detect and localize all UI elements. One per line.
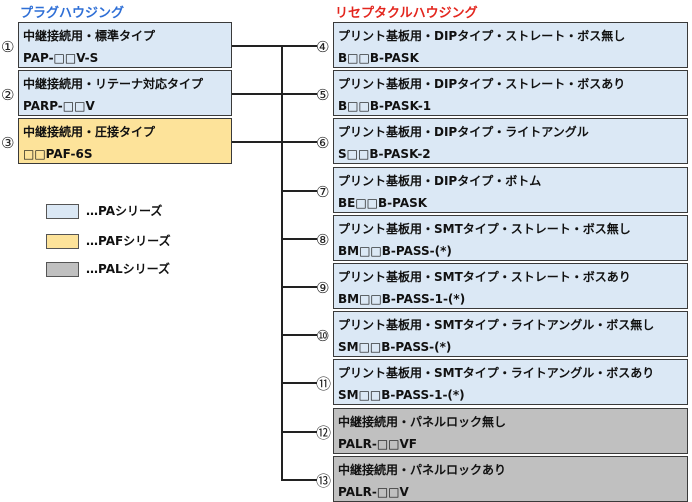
description-text: 中継接続用・パネルロックあり — [338, 462, 507, 477]
connector-line — [281, 93, 317, 96]
description-text: プリント基板用・SMTタイプ・ライトアングル・ボスあり — [338, 366, 655, 381]
part-number: B□□B-PASK — [338, 51, 419, 65]
item-number: ③ — [1, 134, 15, 152]
part-number: S□□B-PASK-2 — [338, 147, 431, 162]
item-number: ⑤ — [316, 86, 330, 105]
connector-line — [281, 286, 317, 288]
part-number: SM□□B-PASS-(*) — [338, 340, 452, 355]
housing-box: プリント基板用・SMTタイプ・ストレート・ボス無し BM□□B-PASS-(*) — [333, 214, 688, 261]
legend-label: …PALシリーズ — [86, 262, 171, 276]
part-number: B□□B-PASK-1 — [338, 99, 432, 114]
housing-box: 中継接続用・パネルロック無し PALR-□□VF — [333, 407, 688, 454]
item-number: ⑫ — [316, 423, 332, 442]
connector-line — [281, 334, 317, 337]
part-number: PALR-□□V — [338, 484, 409, 499]
receptacle-header: リセプタクルハウジング — [335, 6, 478, 21]
item-number: ⑪ — [316, 375, 332, 394]
connector-line — [281, 430, 317, 433]
housing-box: プリント基板用・SMTタイプ・ストレート・ボスあり BM□□B-PASS-1-(*… — [333, 263, 688, 309]
part-number: PALR-□□VF — [338, 436, 418, 451]
description-text: 中継接続用・パネルロック無し — [338, 414, 507, 429]
housing-box: プリント基板用・SMTタイプ・ライトアングル・ボス無し SM□□B-PASS-(*… — [333, 311, 688, 358]
item-number: ⑧ — [316, 230, 330, 249]
connector-line — [281, 237, 317, 240]
part-number: PARP-□□V — [23, 99, 95, 113]
part-number: PAP-□□V-S — [23, 51, 99, 65]
part-number: □□PAF-6S — [23, 147, 93, 161]
housing-box: プリント基板用・DIPタイプ・ライトアングル S□□B-PASK-2 — [333, 118, 688, 165]
part-number: BE□□B-PASK — [338, 195, 428, 210]
housing-box: 中継接続用・圧接タイプ □□PAF-6S — [18, 118, 232, 164]
connector-line — [281, 141, 317, 144]
housing-box: プリント基板用・DIPタイプ・ストレート・ボス無し B□□B-PASK — [333, 22, 688, 68]
connector-line — [281, 45, 317, 47]
connector-line — [232, 141, 283, 143]
item-number: ⑦ — [316, 182, 330, 201]
item-number: ① — [1, 38, 15, 56]
housing-box: プリント基板用・SMTタイプ・ライトアングル・ボスあり SM□□B-PASS-1-… — [333, 359, 688, 406]
item-number: ④ — [316, 38, 330, 56]
description-text: プリント基板用・DIPタイプ・ライトアングル — [338, 125, 589, 140]
part-number: BM□□B-PASS-1-(*) — [338, 292, 466, 306]
description-text: プリント基板用・SMTタイプ・ストレート・ボスあり — [338, 270, 631, 284]
item-number: ⑩ — [316, 327, 330, 346]
legend-label: …PAFシリーズ — [86, 234, 171, 248]
housing-box: 中継接続用・パネルロックあり PALR-□□V — [333, 455, 688, 502]
description-text: プリント基板用・SMTタイプ・ストレート・ボス無し — [338, 221, 631, 236]
connector-line — [281, 189, 317, 192]
connector-line — [232, 93, 283, 95]
housing-box: 中継接続用・標準タイプ PAP-□□V-S — [18, 22, 232, 68]
item-number: ⑨ — [316, 279, 330, 297]
item-number: ⑥ — [316, 134, 330, 153]
housing-box: 中継接続用・リテーナ対応タイプ PARP-□□V — [18, 70, 232, 116]
bus-line — [281, 45, 283, 479]
part-number: SM□□B-PASS-1-(*) — [338, 388, 465, 403]
description-text: プリント基板用・DIPタイプ・ストレート・ボス無し — [338, 29, 626, 43]
item-number: ② — [1, 86, 15, 104]
legend-label: …PAシリーズ — [86, 204, 163, 218]
description-text: プリント基板用・DIPタイプ・ストレート・ボスあり — [338, 77, 626, 92]
connector-line — [281, 478, 317, 481]
legend-swatch — [46, 262, 79, 277]
housing-box: プリント基板用・DIPタイプ・ストレート・ボスあり B□□B-PASK-1 — [333, 70, 688, 117]
connector-line — [281, 382, 317, 385]
legend-swatch — [46, 234, 79, 249]
plug-header: プラグハウジング — [20, 6, 125, 21]
housing-box: プリント基板用・DIPタイプ・ボトム BE□□B-PASK — [333, 166, 688, 213]
description-text: 中継接続用・標準タイプ — [23, 29, 156, 43]
connector-line — [232, 45, 283, 47]
description-text: 中継接続用・リテーナ対応タイプ — [23, 77, 204, 91]
description-text: プリント基板用・SMTタイプ・ライトアングル・ボス無し — [338, 318, 655, 333]
item-number: ⑬ — [316, 471, 332, 490]
description-text: 中継接続用・圧接タイプ — [23, 125, 156, 139]
legend-swatch — [46, 204, 79, 219]
part-number: BM□□B-PASS-(*) — [338, 243, 452, 258]
description-text: プリント基板用・DIPタイプ・ボトム — [338, 173, 542, 188]
